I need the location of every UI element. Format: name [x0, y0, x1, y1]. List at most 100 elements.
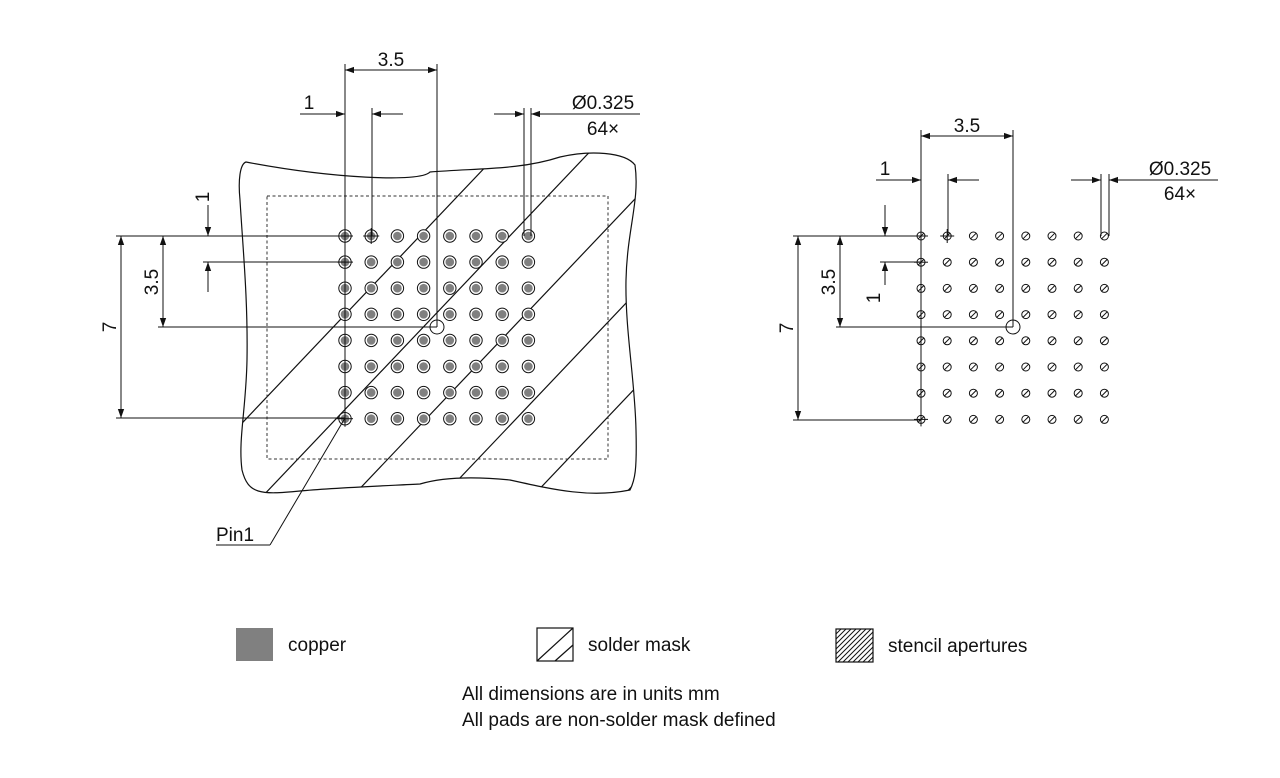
copper-pad [364, 307, 378, 321]
stencil-aperture [1073, 388, 1083, 398]
stencil-aperture [995, 414, 1005, 424]
stencil-aperture [1099, 257, 1109, 267]
stencil-hatch-line [857, 646, 874, 663]
copper-pad [521, 412, 536, 426]
legend-stencil-label: stencil apertures [888, 636, 1027, 657]
stencil-aperture [995, 231, 1005, 241]
dim-vertical-pitch: 1 [193, 192, 214, 292]
solder-mask-outline [238, 152, 637, 494]
copper-pad [495, 229, 509, 243]
legend-solder-mask: solder mask [536, 627, 691, 662]
stencil-aperture [968, 336, 978, 346]
stencil-aperture [968, 310, 978, 320]
copper-pad [469, 229, 483, 243]
stencil-aperture [1073, 231, 1083, 241]
stencil-aperture [1099, 283, 1109, 293]
right-dim-vertical-pitch: 1 [864, 205, 889, 303]
stencil-aperture [1047, 283, 1057, 293]
dim-vertical-total: 7 [100, 236, 125, 418]
stencil-aperture [1073, 310, 1083, 320]
copper-pad [469, 333, 483, 348]
copper-pad [495, 333, 509, 348]
copper-pad [390, 412, 405, 426]
copper-pad [495, 412, 509, 426]
copper-pad [521, 359, 536, 374]
copper-swatch [236, 628, 273, 661]
copper-pad [469, 255, 483, 269]
copper-pad [443, 359, 457, 374]
dim-diameter-label: Ø0.325 [572, 93, 634, 114]
left-view: 3.5 1 Ø0.325 64× 1 3.5 7 [100, 50, 640, 546]
copper-pad [443, 281, 457, 295]
stencil-aperture [995, 283, 1005, 293]
copper-pad [416, 229, 431, 243]
stencil-hatch-line [835, 628, 862, 655]
copper-pad [416, 412, 431, 426]
copper-pad [495, 385, 509, 400]
dim-pitch-total: 3.5 [345, 50, 437, 74]
right-view: 3.5 1 Ø0.325 64× 1 3.5 7 [777, 116, 1218, 427]
stencil-aperture [942, 388, 952, 398]
right-dim-pitch-total: 3.5 [921, 116, 1013, 140]
right-dim-pitch: 1 [876, 159, 979, 184]
right-dim-pitch-total-label: 3.5 [954, 116, 980, 137]
copper-pad [364, 412, 378, 426]
right-dim-count-label: 64× [1164, 184, 1196, 205]
stencil-aperture [1099, 388, 1109, 398]
stencil-aperture [995, 388, 1005, 398]
copper-pad [416, 255, 431, 269]
stencil-aperture [1021, 414, 1031, 424]
stencil-aperture [1073, 336, 1083, 346]
hatch-line [509, 153, 637, 494]
copper-pad [521, 255, 536, 269]
copper-pad [469, 281, 483, 295]
legend-copper: copper [236, 628, 347, 661]
dim-vertical-pitch-label: 1 [193, 192, 214, 203]
copper-pad [416, 333, 431, 348]
stencil-aperture [995, 336, 1005, 346]
copper-pad [416, 359, 431, 374]
left-extension-lines [116, 64, 532, 419]
stencil-aperture [995, 257, 1005, 267]
stencil-aperture [968, 257, 978, 267]
copper-pad [364, 255, 378, 269]
copper-pad [364, 385, 378, 400]
copper-pad [469, 359, 483, 374]
stencil-aperture [1047, 257, 1057, 267]
copper-pad [521, 385, 536, 400]
copper-pad [390, 229, 405, 243]
dim-vertical-half-label: 3.5 [142, 269, 163, 295]
stencil-aperture [1021, 310, 1031, 320]
stencil-aperture [942, 362, 952, 372]
stencil-aperture [968, 414, 978, 424]
stencil-aperture [1047, 310, 1057, 320]
stencil-swatch [835, 628, 874, 663]
legend-solder-mask-label: solder mask [588, 635, 691, 656]
hatch-line [419, 153, 637, 494]
copper-pad [495, 359, 509, 374]
copper-pad [416, 307, 431, 321]
dim-pitch-total-label: 3.5 [378, 50, 404, 71]
copper-pad [390, 255, 405, 269]
copper-pad [495, 307, 509, 321]
copper-pad [443, 255, 457, 269]
dim-vertical-total-label: 7 [100, 322, 121, 333]
stencil-aperture-grid [914, 229, 1109, 427]
copper-pad [469, 307, 483, 321]
stencil-aperture [1073, 414, 1083, 424]
stencil-hatch-line [835, 628, 867, 660]
stencil-aperture [1021, 231, 1031, 241]
copper-pad [364, 333, 378, 348]
stencil-hatch-line [842, 631, 874, 663]
dim-pitch-label: 1 [304, 93, 315, 114]
stencil-aperture [1047, 388, 1057, 398]
copper-pad [521, 281, 536, 295]
copper-pad [364, 359, 378, 374]
stencil-aperture [968, 231, 978, 241]
copper-pad [390, 281, 405, 295]
copper-pad [521, 307, 536, 321]
stencil-aperture [995, 310, 1005, 320]
dim-pitch: 1 [300, 93, 403, 118]
copper-pad [363, 228, 380, 244]
solder-mask-hatch [239, 153, 637, 494]
